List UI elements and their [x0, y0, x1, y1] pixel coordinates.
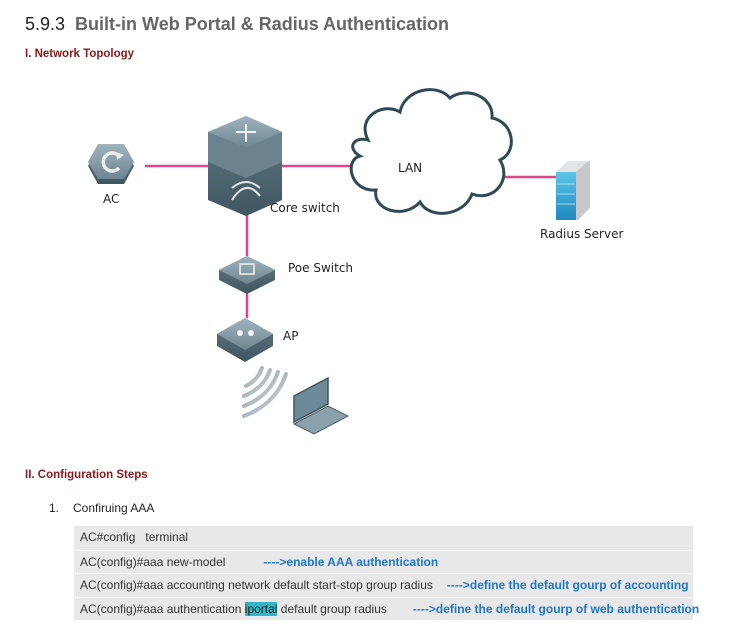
- step-title: Confiruing AAA: [73, 501, 155, 515]
- links: [145, 164, 556, 318]
- highlighted-keyword: iportal: [244, 601, 278, 616]
- section-heading: 5.9.3 Built-in Web Portal & Radius Authen…: [25, 14, 449, 35]
- command-text: AC(config)#aaa new-model: [80, 554, 226, 569]
- command-text: AC#config terminal: [80, 530, 189, 544]
- core-switch-icon: [208, 116, 282, 216]
- section-title: Built-in Web Portal & Radius Authenticat…: [75, 14, 450, 34]
- command-text-rest: default group radius: [277, 601, 387, 616]
- command-line: AC(config)#aaa new-model ---->enable AAA …: [74, 549, 693, 574]
- command-line: AC#config terminal: [74, 526, 693, 550]
- wireless-signal-icon: [242, 366, 288, 418]
- poe-switch-icon: [219, 256, 275, 294]
- lan-cloud-icon: [349, 88, 513, 215]
- command-comment: ---->enable AAA authentication: [263, 554, 439, 569]
- ac-label: AC: [103, 192, 119, 206]
- command-text: AC(config)#aaa authentication: [80, 601, 245, 616]
- command-comment: ---->define the default gourp of web aut…: [412, 601, 700, 616]
- ap-icon: [217, 318, 273, 362]
- ac-device-icon: [88, 144, 134, 184]
- command-comment: ---->define the default gourp of account…: [446, 578, 689, 592]
- radius-server-label: Radius Server: [540, 227, 623, 241]
- config-heading: II. Configuration Steps: [25, 469, 148, 481]
- topology-heading: I. Network Topology: [25, 48, 135, 60]
- command-text: AC(config)#aaa accounting network defaul…: [80, 578, 433, 592]
- radius-server-icon: [556, 161, 590, 220]
- step-number: 1.: [49, 501, 60, 515]
- poe-switch-label: Poe Switch: [288, 261, 353, 275]
- ap-label: AP: [283, 329, 298, 343]
- network-topology-diagram: AC Core switch LAN Radius Server Poe Swi…: [88, 88, 623, 435]
- step-item: 1. Confiruing AAA: [49, 501, 154, 515]
- command-block: AC#config terminal AC(config)#aaa new-mo…: [74, 526, 699, 621]
- core-switch-label: Core switch: [270, 201, 340, 215]
- lan-label: LAN: [398, 161, 422, 175]
- command-line: AC(config)#aaa accounting network defaul…: [74, 573, 693, 597]
- command-line: AC(config)#aaa authentication iportal de…: [74, 596, 699, 621]
- section-number: 5.9.3: [25, 14, 66, 34]
- laptop-icon: [292, 376, 350, 435]
